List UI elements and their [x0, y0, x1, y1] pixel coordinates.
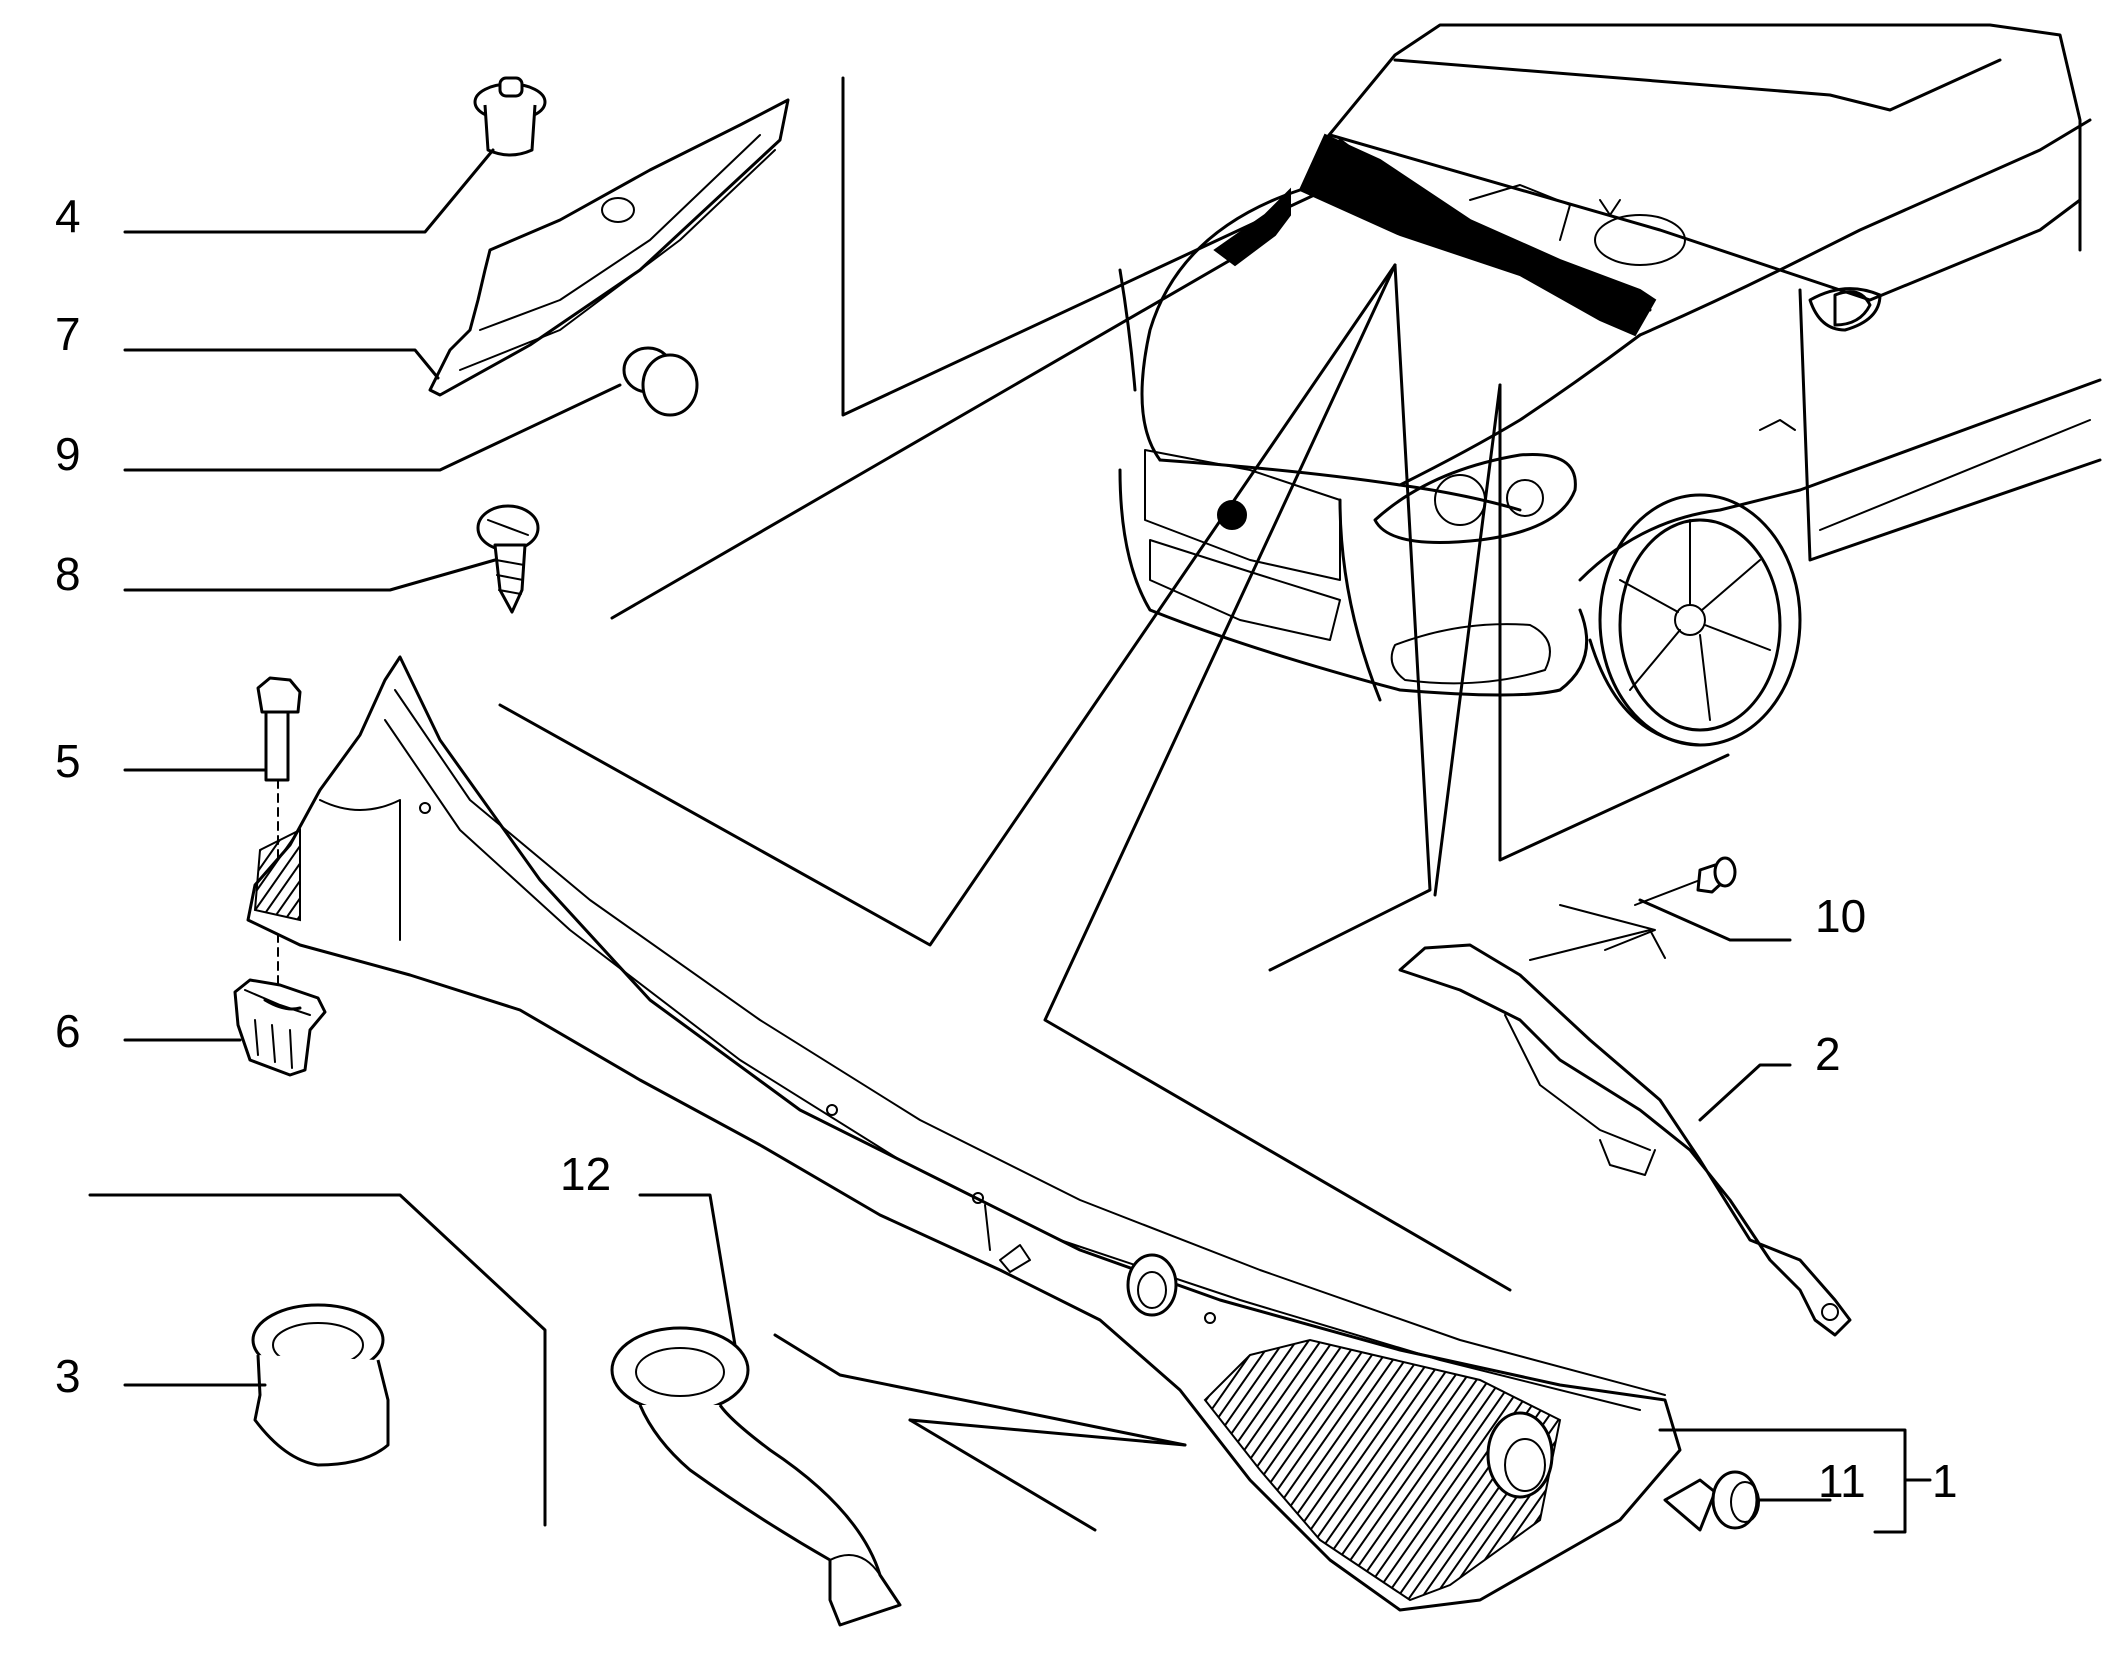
- callout-5: 5: [55, 735, 81, 787]
- leader-10: [1638, 898, 1792, 942]
- leader-8: [123, 558, 497, 592]
- callout-6: 6: [55, 1005, 81, 1057]
- callout-10: 10: [1815, 890, 1866, 942]
- part-9-cap: [622, 346, 699, 417]
- leader-7: [123, 348, 440, 380]
- guide-lines: [88, 76, 1730, 1532]
- part-2-side-trim: [1398, 943, 1852, 1337]
- callout-3: 3: [55, 1350, 81, 1402]
- callout-8: 8: [55, 548, 81, 600]
- leader-4: [123, 148, 495, 234]
- part-8-screw: [476, 504, 540, 614]
- leader-1-bracket: [1658, 1428, 1932, 1534]
- leader-12: [638, 1193, 737, 1347]
- part-3-drain-funnel: [251, 1303, 390, 1467]
- callout-12: 12: [560, 1148, 611, 1200]
- callout-1: 1: [1932, 1455, 1958, 1507]
- callout-7: 7: [55, 308, 81, 360]
- part-7-trim-strip: [428, 98, 790, 397]
- callout-leaders: [123, 148, 1932, 1534]
- part-10-rivet: [1634, 856, 1737, 906]
- part-12-drain-hose: [610, 1326, 902, 1627]
- part-11-clip: [1663, 1470, 1760, 1532]
- car-illustration: [1118, 23, 2102, 747]
- leader-9: [123, 383, 622, 472]
- part-4-clip: [473, 76, 547, 157]
- callout-2: 2: [1815, 1028, 1841, 1080]
- callout-9: 9: [55, 428, 81, 480]
- callout-4: 4: [55, 190, 81, 242]
- leader-2: [1698, 1063, 1792, 1122]
- part-5-bolt: [256, 676, 302, 986]
- callout-labels: 4 7 9 8 5 6 3 12 10 2 11 1: [55, 190, 1958, 1507]
- callout-11: 11: [1818, 1455, 1866, 1507]
- part-6-clip-nut: [233, 978, 327, 1077]
- part-1-cowl-panel: [246, 655, 1682, 1612]
